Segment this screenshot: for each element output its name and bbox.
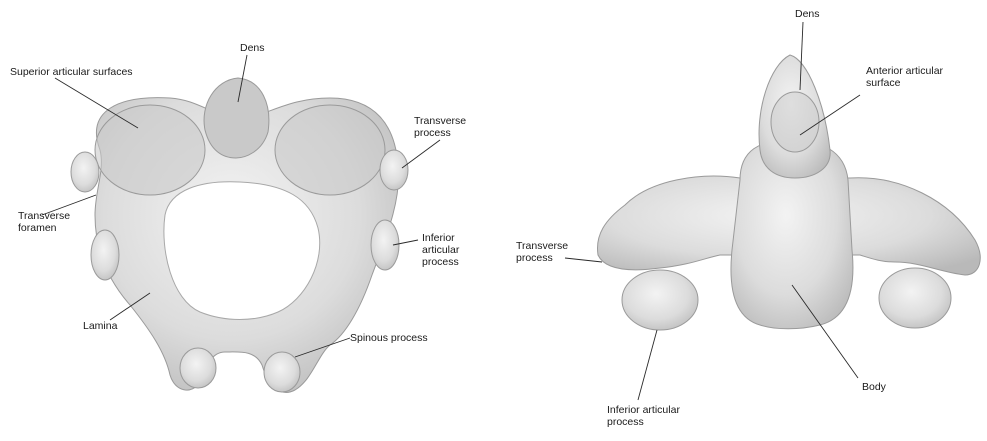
label-inferior-articular-process-left: Inferior articular process [422,232,459,268]
label-transverse-foramen: Transverse foramen [18,210,70,234]
label-dens-right: Dens [795,8,820,20]
leader-inferior-articular-right [638,330,657,400]
label-anterior-articular-surface: Anterior articular surface [866,65,943,89]
label-body: Body [862,381,886,393]
label-spinous-process: Spinous process [350,332,428,344]
leader-transverse-process-right [565,258,602,262]
label-dens-left: Dens [240,42,265,54]
label-lamina: Lamina [83,320,117,332]
leader-transverse-process-left [402,140,440,168]
label-inferior-articular-process-right: Inferior articular process [607,404,680,428]
label-superior-articular-surfaces: Superior articular surfaces [10,66,133,78]
label-transverse-process-left: Transverse process [414,115,466,139]
label-transverse-process-right: Transverse process [516,240,568,264]
superior-view-bone [71,78,408,392]
anterior-view-bone [597,55,980,330]
